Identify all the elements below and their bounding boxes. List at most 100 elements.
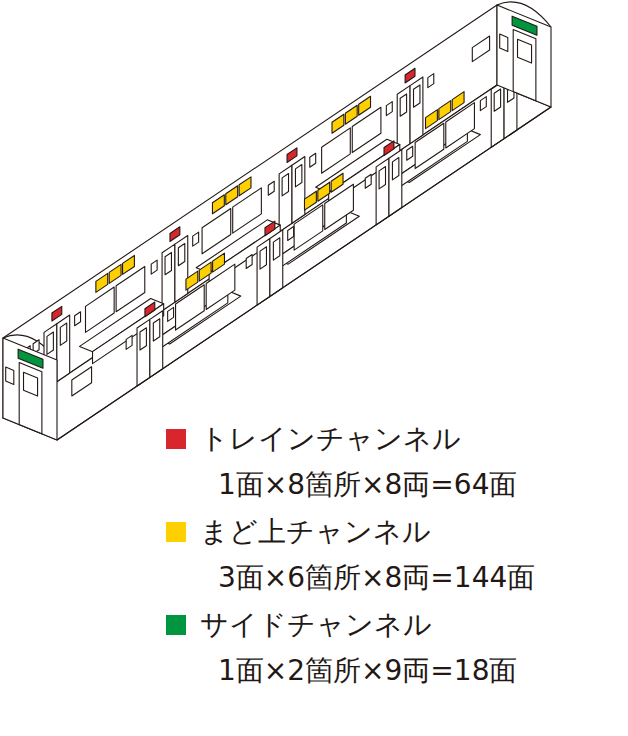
door-leaf	[389, 150, 402, 217]
window	[415, 123, 444, 168]
small-window	[168, 307, 174, 321]
end-face	[497, 5, 551, 107]
small-window	[72, 367, 92, 396]
door-leaf	[410, 77, 423, 144]
door-window	[414, 85, 420, 107]
floor	[3, 85, 551, 440]
door-window	[60, 323, 66, 345]
window-top-channel-panel	[212, 195, 224, 214]
legend-entry: トレインチャンネル	[166, 422, 461, 456]
window-top-channel-panel	[452, 92, 464, 111]
door-leaf	[279, 165, 292, 232]
window-top-channel-panel	[123, 255, 135, 274]
count-formula: 3面×6箇所×8両=144面	[218, 561, 535, 595]
door-leaf	[137, 319, 150, 386]
count-formula: 1面×8箇所×8両=64面	[218, 468, 517, 502]
small-window	[472, 36, 489, 62]
near-wall-base	[57, 107, 551, 440]
door-window	[392, 158, 398, 180]
train-channel-panel	[287, 148, 297, 163]
legend-label: サイドチャンネル	[200, 608, 432, 642]
door-leaf	[270, 230, 283, 297]
window	[176, 285, 205, 330]
train-channel-panel	[145, 302, 155, 317]
window	[446, 103, 475, 148]
window-top-channel-panel	[96, 273, 108, 292]
door-window	[165, 252, 171, 274]
door-window	[140, 328, 146, 350]
end-door	[513, 30, 536, 101]
window-top-channel-panel	[213, 253, 225, 272]
small-window	[500, 34, 508, 51]
small-window	[126, 335, 132, 349]
legend-label: トレインチャンネル	[200, 422, 461, 456]
door-leaf	[376, 158, 389, 225]
end-face	[3, 338, 57, 440]
legend-swatch	[166, 615, 186, 635]
train-channel-panel	[384, 141, 394, 156]
door-window	[379, 167, 385, 189]
window-top-channel-panel	[226, 186, 238, 205]
end-door	[19, 363, 42, 434]
train-channel-panel	[170, 227, 180, 242]
window-top-channel-panel	[304, 191, 316, 210]
legend-entry: まど上チャンネル	[166, 515, 431, 549]
door-leaf	[57, 315, 70, 382]
door-window	[295, 165, 301, 187]
small-window	[365, 174, 371, 188]
door-leaf	[257, 238, 270, 305]
small-window	[246, 254, 252, 268]
window-top-channel-panel	[332, 114, 344, 133]
small-window	[288, 226, 294, 240]
small-window	[407, 146, 413, 160]
small-window	[310, 153, 316, 167]
small-window	[151, 260, 157, 274]
window	[325, 184, 354, 229]
window-top-channel-panel	[331, 173, 343, 192]
legend-swatch	[166, 522, 186, 542]
legend-entry: サイドチャンネル	[166, 608, 432, 642]
door-window	[47, 332, 53, 354]
window-top-channel-panel	[109, 264, 121, 283]
small-window	[480, 97, 486, 111]
door-leaf	[397, 86, 410, 153]
door-leaf	[175, 235, 188, 302]
window-top-channel-panel	[426, 110, 438, 129]
small-window	[428, 74, 434, 88]
window	[206, 264, 235, 309]
door-window	[494, 89, 500, 111]
train-channel-panel	[265, 221, 275, 236]
door-window	[153, 319, 159, 341]
door-leaf	[162, 244, 175, 311]
train-channel-panel	[405, 68, 415, 83]
side-channel-panel	[512, 16, 537, 35]
small-window	[6, 367, 14, 384]
door-window	[282, 174, 288, 196]
window-top-channel-panel	[199, 262, 211, 281]
window	[294, 205, 323, 250]
door-window	[273, 238, 279, 260]
small-window	[193, 232, 199, 246]
small-window	[386, 102, 392, 116]
side-channel-panel	[18, 349, 43, 368]
window-top-channel-panel	[318, 182, 330, 201]
door-window	[178, 243, 184, 265]
door-leaf	[150, 311, 163, 378]
end-door-window	[518, 39, 532, 63]
legend-swatch	[166, 429, 186, 449]
far-wall	[3, 5, 497, 418]
window-top-channel-panel	[359, 96, 371, 115]
small-window	[75, 312, 81, 326]
window-top-channel-panel	[345, 105, 357, 124]
door-window	[260, 247, 266, 269]
legend-label: まど上チャンネル	[200, 515, 431, 549]
window-top-channel-panel	[439, 101, 451, 120]
count-formula: 1面×2箇所×9両=18面	[218, 654, 517, 688]
window-top-channel-panel	[186, 271, 198, 290]
window-top-channel-panel	[239, 177, 251, 196]
door-leaf	[491, 81, 504, 148]
small-window	[268, 181, 274, 195]
door-leaf	[292, 157, 305, 224]
door-window	[400, 94, 406, 116]
end-door-window	[24, 372, 38, 396]
